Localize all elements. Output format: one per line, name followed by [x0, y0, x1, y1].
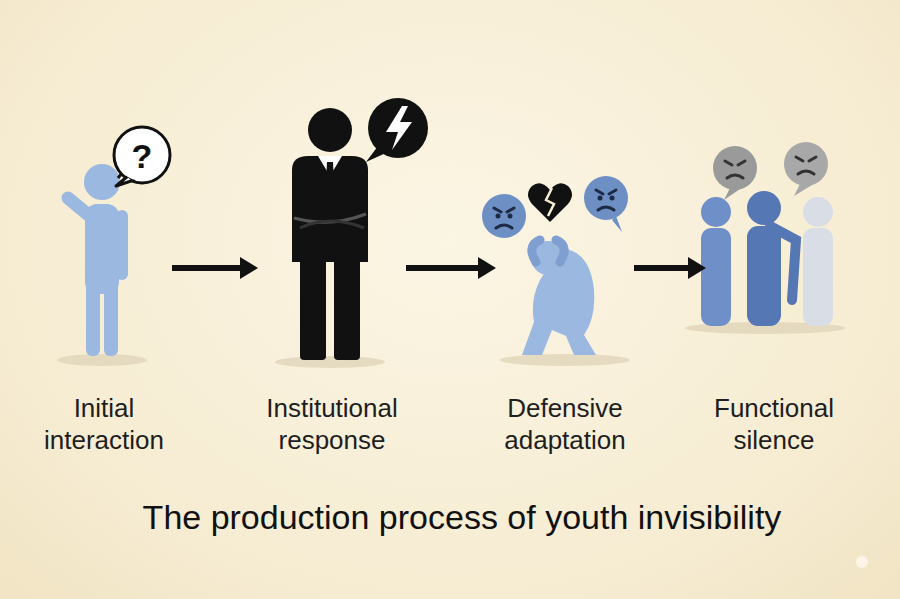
- diagram-title: The production process of youth invisibi…: [143, 498, 782, 537]
- stage-label: Institutional response: [262, 392, 402, 456]
- stage-node: Defensive adaptation: [500, 120, 630, 460]
- stage-label: Initial interaction: [40, 392, 168, 456]
- flow-arrow: [172, 257, 258, 279]
- flow-arrow: [634, 257, 706, 279]
- bubble-symbol: ?: [132, 139, 153, 173]
- flow-arrow: [406, 257, 496, 279]
- stage-node: Institutional response: [262, 120, 402, 460]
- stage-node: Functional silence: [710, 120, 838, 460]
- stage-label: Functional silence: [710, 392, 838, 456]
- stage-label: Defensive adaptation: [500, 392, 630, 456]
